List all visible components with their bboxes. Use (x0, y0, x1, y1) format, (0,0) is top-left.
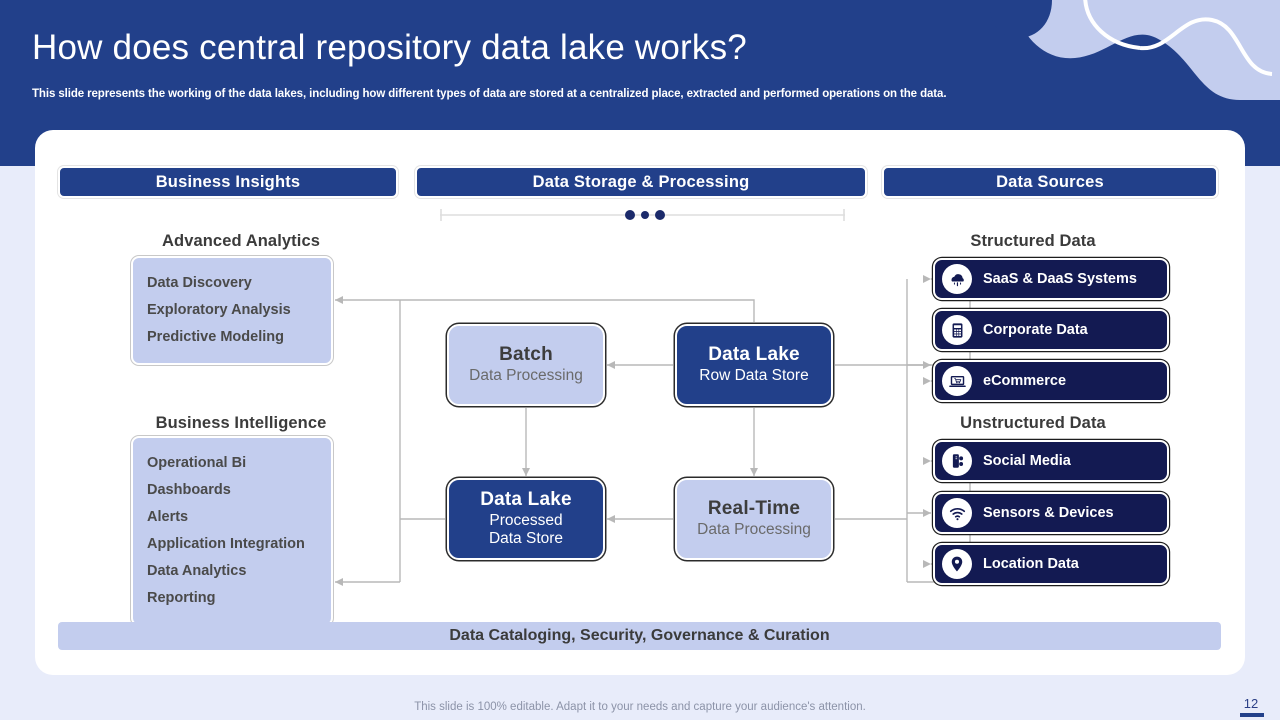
page-number: 12 (1243, 696, 1259, 711)
section-caption-advanced-analytics: Advanced Analytics (162, 232, 320, 250)
panel-business-intelligence: Operational Bi Dashboards Alerts Applica… (131, 436, 333, 626)
list-item: Reporting (147, 590, 216, 606)
process-box-title: Data Lake (480, 489, 572, 510)
source-chip-saas-daas-systems[interactable]: SaaS & DaaS Systems (933, 258, 1169, 300)
process-box-title: Batch (499, 344, 553, 366)
page-title: How does central repository data lake wo… (32, 28, 747, 67)
list-item: Application Integration (147, 536, 305, 552)
column-header-data-sources[interactable]: Data Sources (882, 166, 1218, 198)
section-caption-unstructured-data: Unstructured Data (960, 414, 1106, 432)
process-box-data-lake-processed-store[interactable]: Data Lake Processed Data Store (447, 478, 605, 560)
cloud-rain-icon (942, 264, 972, 294)
panel-advanced-analytics: Data Discovery Exploratory Analysis Pred… (131, 256, 333, 365)
source-chip-label: Location Data (983, 556, 1079, 572)
process-box-subtitle: Data Processing (469, 367, 583, 385)
source-chip-location-data[interactable]: Location Data (933, 543, 1169, 585)
source-chip-label: Sensors & Devices (983, 505, 1114, 521)
source-chip-sensors-devices[interactable]: Sensors & Devices (933, 492, 1169, 534)
section-caption-structured-data: Structured Data (970, 232, 1096, 250)
calculator-icon (942, 315, 972, 345)
section-caption-business-intelligence: Business Intelligence (155, 414, 327, 432)
content-card: Business Insights Data Storage & Process… (35, 130, 1245, 675)
source-chip-corporate-data[interactable]: Corporate Data (933, 309, 1169, 351)
source-chip-label: eCommerce (983, 373, 1067, 389)
process-box-batch[interactable]: Batch Data Processing (447, 324, 605, 406)
section-divider-dots (440, 209, 845, 221)
list-item: Data Discovery (147, 275, 252, 291)
page-subtitle: This slide represents the working of the… (32, 88, 947, 100)
corner-blob-decoration (990, 0, 1280, 100)
source-chip-ecommerce[interactable]: eCommerce (933, 360, 1169, 402)
list-item: Operational Bi (147, 455, 247, 471)
source-chip-social-media[interactable]: Social Media (933, 440, 1169, 482)
list-item: Exploratory Analysis (147, 302, 291, 318)
process-box-title: Real-Time (707, 498, 801, 520)
list-item: Data Analytics (147, 563, 247, 579)
process-box-subtitle: Processed Data Store (488, 511, 564, 548)
source-chip-label: Corporate Data (983, 322, 1088, 338)
footer-note: This slide is 100% editable. Adapt it to… (414, 701, 866, 713)
process-box-subtitle: Data Processing (697, 521, 811, 539)
list-item: Predictive Modeling (147, 329, 284, 345)
page-number-underline (1240, 713, 1264, 717)
wifi-signal-icon (942, 498, 972, 528)
social-share-icon (942, 446, 972, 476)
laptop-cart-icon (942, 366, 972, 396)
process-box-data-lake-row-store[interactable]: Data Lake Row Data Store (675, 324, 833, 406)
bottom-band-data-cataloging: Data Cataloging, Security, Governance & … (58, 622, 1221, 650)
process-box-subtitle: Row Data Store (699, 367, 809, 385)
process-box-real-time[interactable]: Real-Time Data Processing (675, 478, 833, 560)
list-item: Dashboards (147, 482, 231, 498)
process-box-title: Data Lake (708, 344, 800, 366)
source-chip-label: Social Media (983, 453, 1071, 469)
column-header-data-storage-processing[interactable]: Data Storage & Processing (415, 166, 867, 198)
list-item: Alerts (147, 509, 189, 525)
source-chip-label: SaaS & DaaS Systems (983, 271, 1137, 287)
map-pin-icon (942, 549, 972, 579)
column-header-business-insights[interactable]: Business Insights (58, 166, 398, 198)
